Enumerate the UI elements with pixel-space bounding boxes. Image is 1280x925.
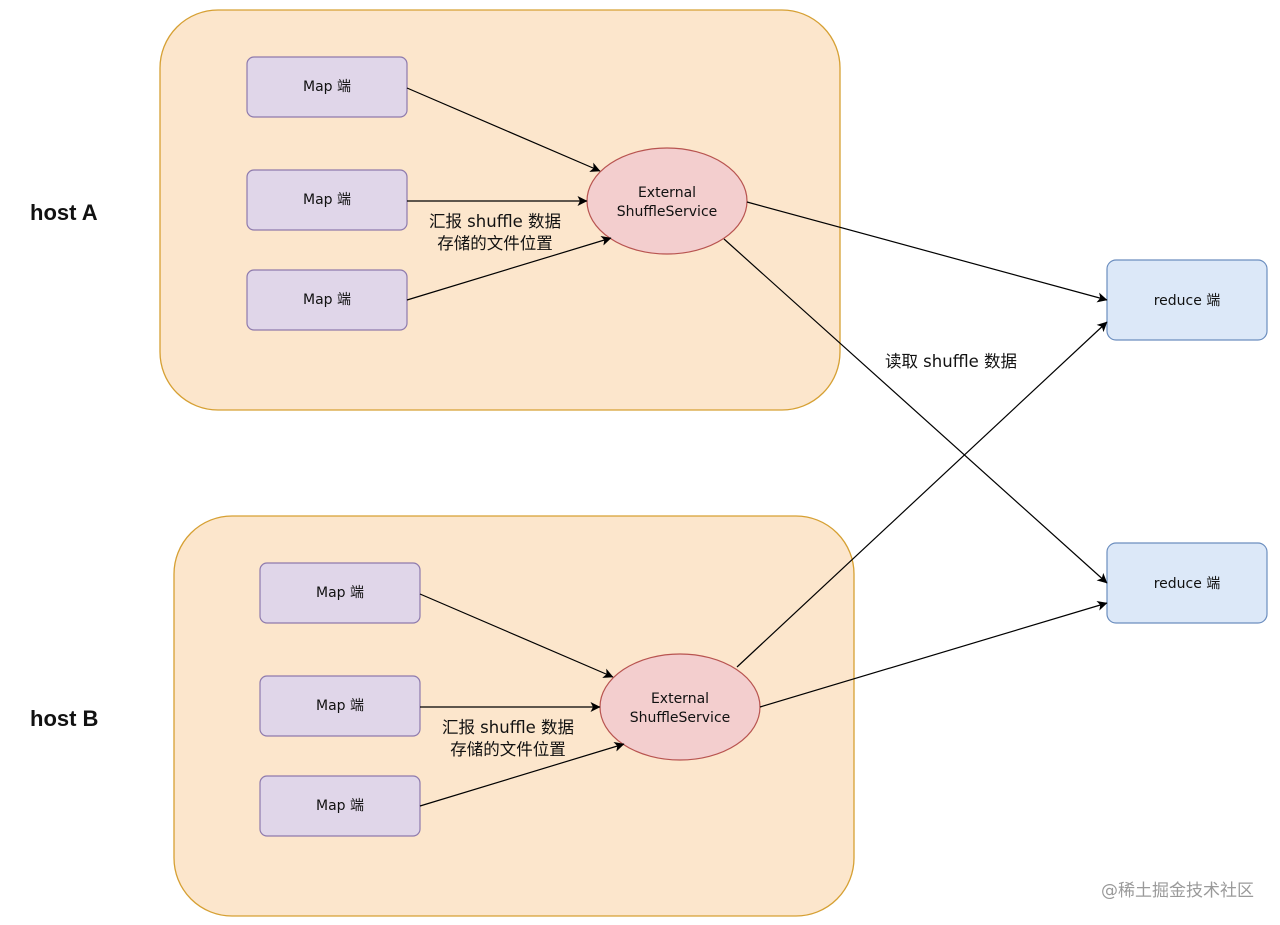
- read-shuffle-label: 读取 shuffle 数据: [885, 352, 1017, 371]
- service-label-line1: External: [638, 185, 696, 201]
- host-a-map-node-1[interactable]: Map 端: [246, 56, 408, 118]
- host-b-map-node-2[interactable]: Map 端: [259, 675, 421, 737]
- host-a-label: host A: [30, 200, 98, 225]
- watermark: @稀土掘金技术社区: [1101, 881, 1254, 901]
- map-node-label: Map 端: [316, 585, 364, 601]
- edge-service-b-to-reduce-2: [759, 600, 1108, 708]
- service-label-line1: External: [651, 691, 709, 707]
- host-a-external-shuffle-service[interactable]: External ShuffleService: [586, 147, 748, 255]
- edge-service-a-to-reduce-1: [746, 201, 1108, 303]
- edge-map-a1-to-service-a: [406, 87, 601, 172]
- reduce-node-1[interactable]: reduce 端: [1106, 259, 1268, 341]
- map-node-label: Map 端: [303, 192, 351, 208]
- map-node-label: Map 端: [303, 292, 351, 308]
- reduce-node-label: reduce 端: [1154, 293, 1221, 309]
- reduce-node-label: reduce 端: [1154, 576, 1221, 592]
- host-b-map-node-1[interactable]: Map 端: [259, 562, 421, 624]
- edge-service-a-to-reduce-2: [723, 238, 1108, 584]
- host-b-map-node-3[interactable]: Map 端: [259, 775, 421, 837]
- edge-map-b1-to-service-b: [419, 593, 614, 678]
- host-a-map-node-3[interactable]: Map 端: [246, 269, 408, 331]
- service-label-line2: ShuffleService: [630, 710, 731, 726]
- edge-map-b3-to-service-b: [419, 741, 625, 807]
- host-b-report-label-line1: 汇报 shuffle 数据: [442, 718, 574, 737]
- map-node-label: Map 端: [303, 79, 351, 95]
- edge-service-b-to-reduce-1: [736, 321, 1108, 668]
- host-a-report-label-line2: 存储的文件位置: [437, 234, 553, 253]
- reduce-node-2[interactable]: reduce 端: [1106, 542, 1268, 624]
- edge-map-a3-to-service-a: [406, 235, 612, 301]
- map-node-label: Map 端: [316, 798, 364, 814]
- host-a-map-node-2[interactable]: Map 端: [246, 169, 408, 231]
- map-node-label: Map 端: [316, 698, 364, 714]
- service-label-line2: ShuffleService: [617, 204, 718, 220]
- host-a-report-label-line1: 汇报 shuffle 数据: [429, 212, 561, 231]
- host-b-label: host B: [30, 706, 98, 731]
- host-b-report-label-line2: 存储的文件位置: [450, 740, 566, 759]
